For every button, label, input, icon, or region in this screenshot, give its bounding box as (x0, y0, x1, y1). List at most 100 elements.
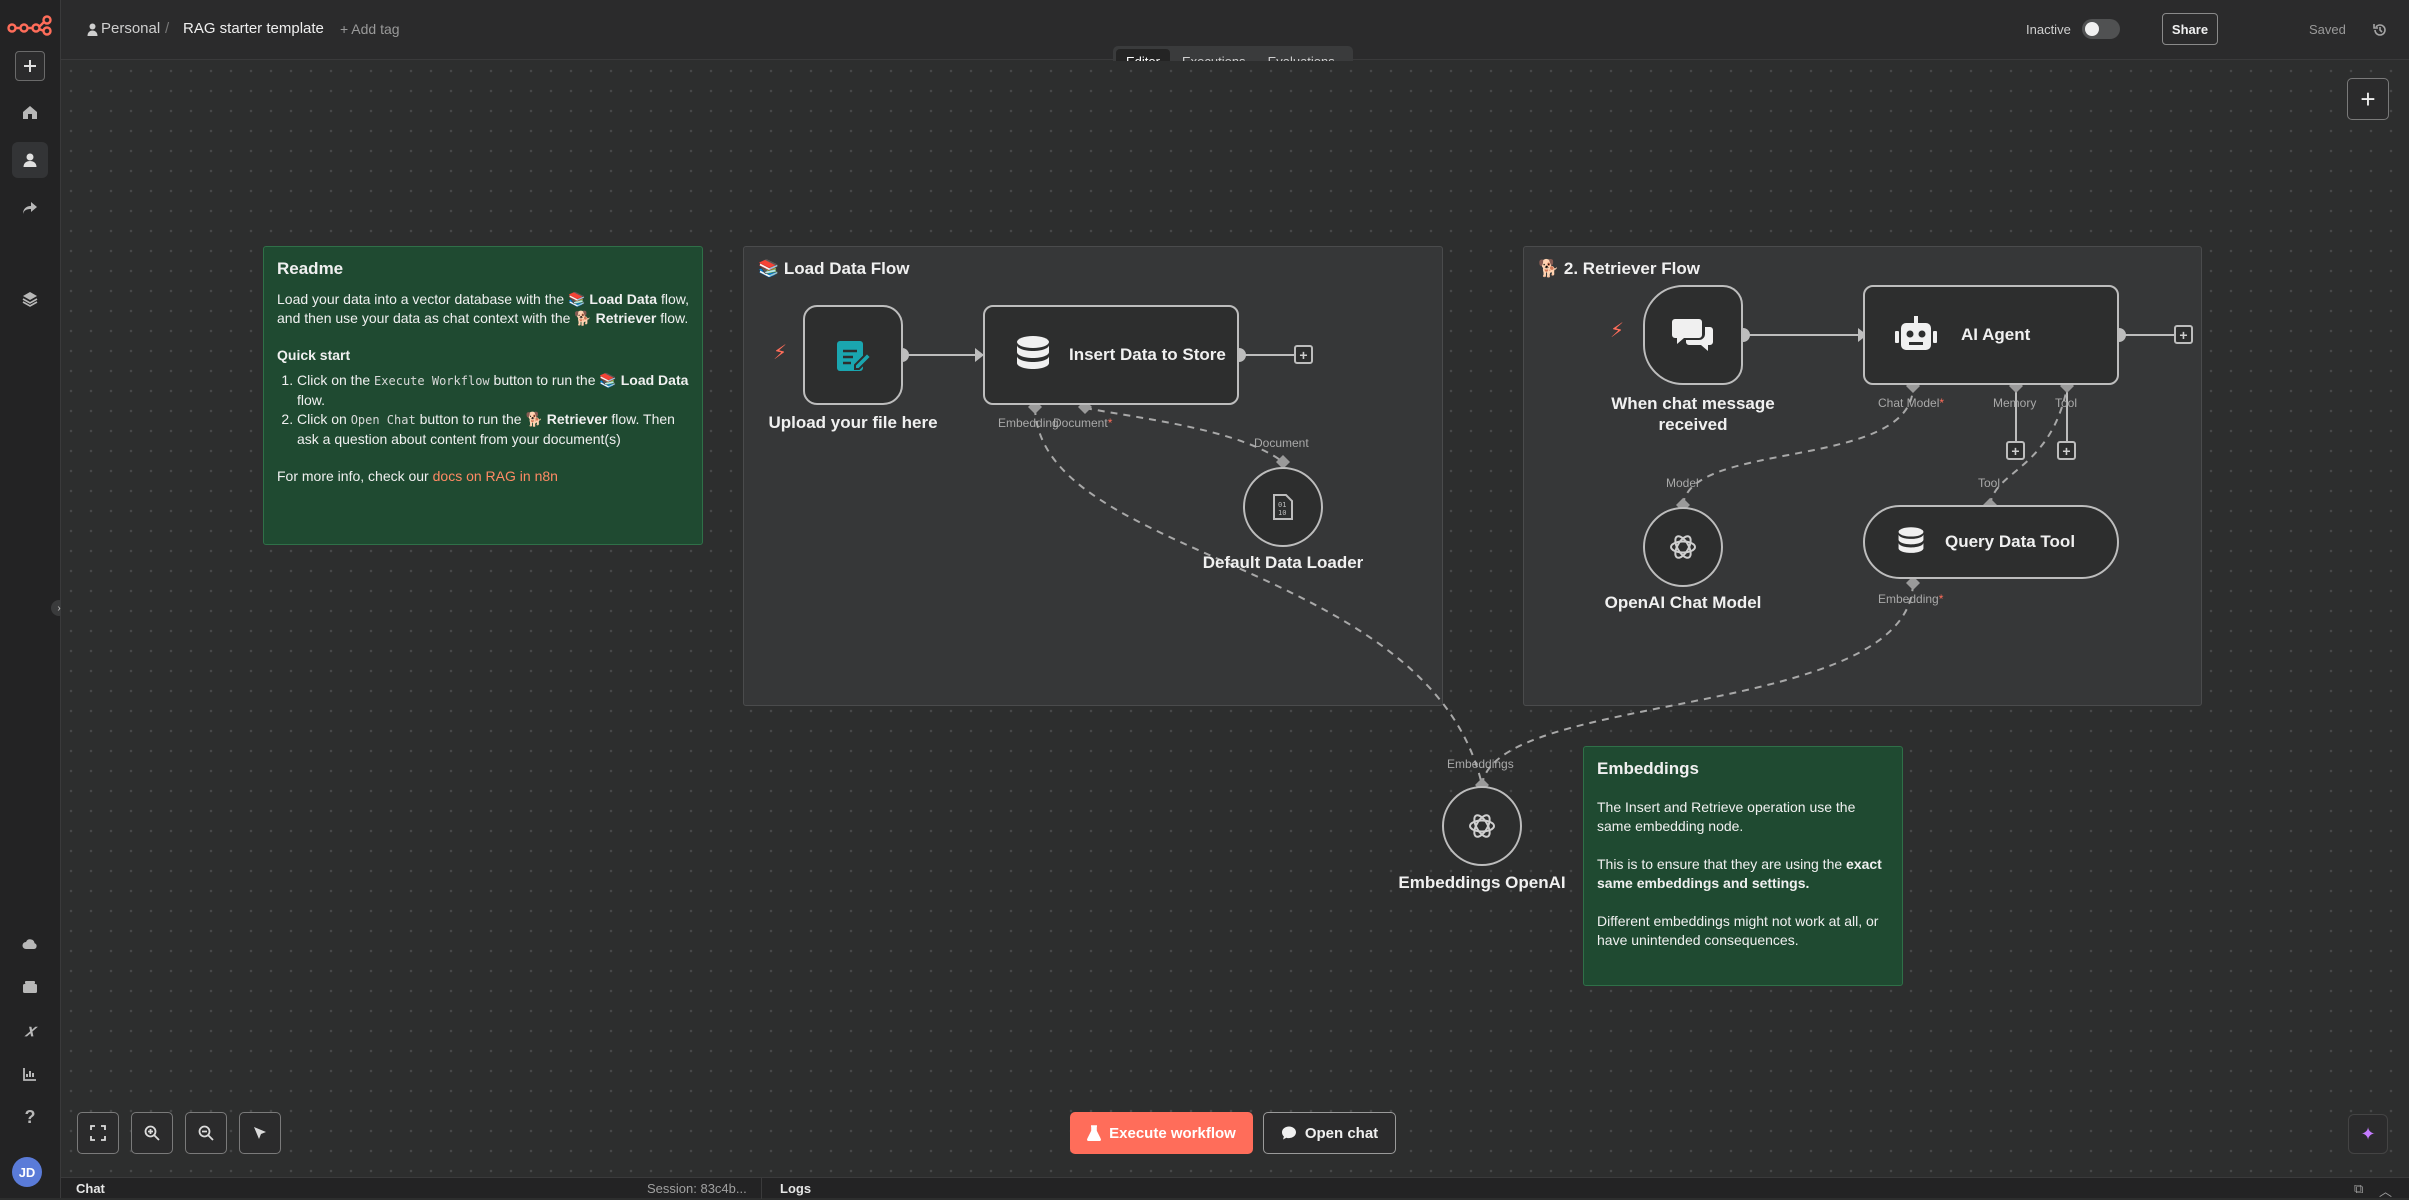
variable-x-icon: 𝑥 (25, 1021, 35, 1040)
saved-status: Saved (2309, 22, 2346, 37)
ai-assistant-button[interactable]: ✦ (2348, 1114, 2388, 1154)
embeddings-note-p3: Different embeddings might not work at a… (1597, 913, 1879, 948)
readme-sticky-note[interactable]: Readme Load your data into a vector data… (263, 246, 703, 545)
history-icon (2373, 24, 2386, 36)
open-chat-label: Open chat (1304, 1124, 1379, 1142)
quick-start-step-1: Click on the Execute Workflow button to … (297, 371, 689, 410)
tidy-up-button[interactable] (239, 1112, 281, 1154)
share-arrow-icon (23, 202, 37, 214)
chart-icon (23, 1068, 36, 1081)
default-data-loader-label: Default Data Loader (1202, 553, 1364, 572)
insert-port-embedding-label: Embedding (998, 416, 1059, 430)
openai-chat-model-label: OpenAI Chat Model (1604, 593, 1762, 612)
session-id: Session: 83c4b... (647, 1181, 747, 1196)
create-button[interactable] (15, 51, 45, 81)
layers-button[interactable] (12, 281, 48, 317)
workflow-name[interactable]: RAG starter template (183, 20, 324, 37)
upload-file-node[interactable] (803, 305, 903, 405)
open-nodes-panel-button[interactable]: + (2347, 78, 2389, 120)
readme-intro: Load your data into a vector database wi… (277, 291, 689, 326)
chevron-right-icon: › (57, 602, 61, 614)
logs-panel-tab[interactable]: Logs (780, 1181, 812, 1196)
chat-bubbles-icon (1672, 319, 1713, 351)
chat-trigger-node[interactable] (1643, 285, 1743, 385)
cloud-button[interactable] (12, 926, 48, 962)
breadcrumb-project[interactable]: Personal (101, 20, 161, 37)
user-avatar[interactable]: JD (12, 1157, 42, 1187)
insert-data-store-node[interactable]: Insert Data to Store (983, 305, 1239, 405)
model-port-label: Model (1666, 476, 1699, 490)
open-chat-button[interactable]: Open chat (1263, 1112, 1396, 1154)
agent-port-memory-label: Memory (1993, 396, 2037, 410)
openai-icon (1469, 814, 1495, 838)
insights-button[interactable] (12, 1056, 48, 1092)
fit-view-button[interactable] (77, 1112, 119, 1154)
n8n-logo-icon[interactable] (7, 14, 53, 36)
add-memory-button[interactable]: + (2006, 441, 2025, 460)
embeddings-openai-node[interactable] (1442, 786, 1522, 866)
embeddings-note-title: Embeddings (1597, 759, 1700, 778)
embeddings-port-label: Embeddings (1447, 757, 1514, 771)
add-node-after-agent-button[interactable]: + (2174, 325, 2193, 344)
shared-button[interactable] (12, 190, 48, 226)
trigger-bolt-icon: ⚡ (773, 342, 788, 364)
execute-workflow-label: Execute workflow (1109, 1124, 1236, 1142)
upload-file-node-label: Upload your file here (768, 413, 938, 432)
templates-button[interactable] (12, 969, 48, 1005)
fit-view-icon (90, 1125, 106, 1141)
popout-icon[interactable]: ⧉ (2354, 1181, 2364, 1196)
user-icon (23, 153, 37, 167)
embeddings-sticky-note[interactable]: Embeddings The Insert and Retrieve opera… (1583, 746, 1903, 986)
bottom-panel-bar: Chat Session: 83c4b... Logs ⧉ ︿ (61, 1177, 2409, 1199)
home-button[interactable] (12, 94, 48, 130)
robot-icon (1895, 316, 1937, 350)
variables-button[interactable]: 𝑥 (12, 1013, 48, 1049)
execute-workflow-button[interactable]: Execute workflow (1070, 1112, 1253, 1154)
personal-button[interactable] (12, 142, 48, 178)
layers-icon (22, 292, 38, 307)
query-data-tool-node[interactable]: Query Data Tool (1863, 505, 2119, 579)
insert-data-store-label: Insert Data to Store (1069, 345, 1226, 364)
person-icon (87, 23, 98, 36)
embeddings-note-p2: This is to ensure that they are using th… (1597, 856, 1882, 891)
active-status-label: Inactive (2026, 22, 2071, 37)
add-tool-button[interactable]: + (2057, 441, 2076, 460)
add-node-after-insert-button[interactable]: + (1294, 345, 1313, 364)
left-sidebar: 𝑥 ? JD (0, 0, 61, 1198)
chat-trigger-bolt-icon: ⚡ (1610, 320, 1625, 342)
database-icon (1898, 527, 1924, 553)
box-icon (23, 981, 37, 993)
docs-rag-link[interactable]: docs on RAG in n8n (432, 468, 558, 484)
chat-panel-tab[interactable]: Chat (76, 1181, 105, 1196)
expand-chevron-up-icon[interactable]: ︿ (2379, 1184, 2393, 1199)
quick-start-step-2: Click on Open Chat button to run the 🐕 R… (297, 410, 689, 449)
active-toggle[interactable] (2082, 19, 2120, 39)
ai-agent-label: AI Agent (1961, 325, 2031, 344)
chat-bubble-icon (1281, 1126, 1296, 1140)
question-icon: ? (24, 1106, 36, 1127)
history-button[interactable] (2367, 17, 2393, 43)
ai-agent-node[interactable]: AI Agent (1863, 285, 2119, 385)
openai-chat-model-node[interactable] (1643, 507, 1723, 587)
zoom-in-button[interactable] (131, 1112, 173, 1154)
cloud-icon (22, 939, 37, 949)
query-tool-port-label: Tool (1978, 476, 2001, 490)
zoom-out-icon (198, 1125, 214, 1141)
embeddings-note-p1: The Insert and Retrieve operation use th… (1597, 799, 1856, 834)
quick-start-steps: Click on the Execute Workflow button to … (297, 371, 689, 449)
plus-icon: + (2062, 442, 2071, 459)
readme-title: Readme (277, 259, 344, 278)
svg-text:01: 01 (1278, 501, 1286, 509)
add-tag-link[interactable]: + Add tag (340, 21, 400, 37)
cursor-icon (254, 1127, 266, 1139)
plus-icon: + (2360, 83, 2376, 114)
query-port-embedding-label: Embedding* (1878, 592, 1944, 606)
help-button[interactable]: ? (12, 1099, 48, 1135)
insert-port-document-label: Document* (1053, 416, 1113, 430)
query-data-tool-label: Query Data Tool (1945, 532, 2076, 551)
plus-icon: + (1299, 346, 1308, 363)
zoom-out-button[interactable] (185, 1112, 227, 1154)
share-button[interactable]: Share (2162, 13, 2218, 45)
